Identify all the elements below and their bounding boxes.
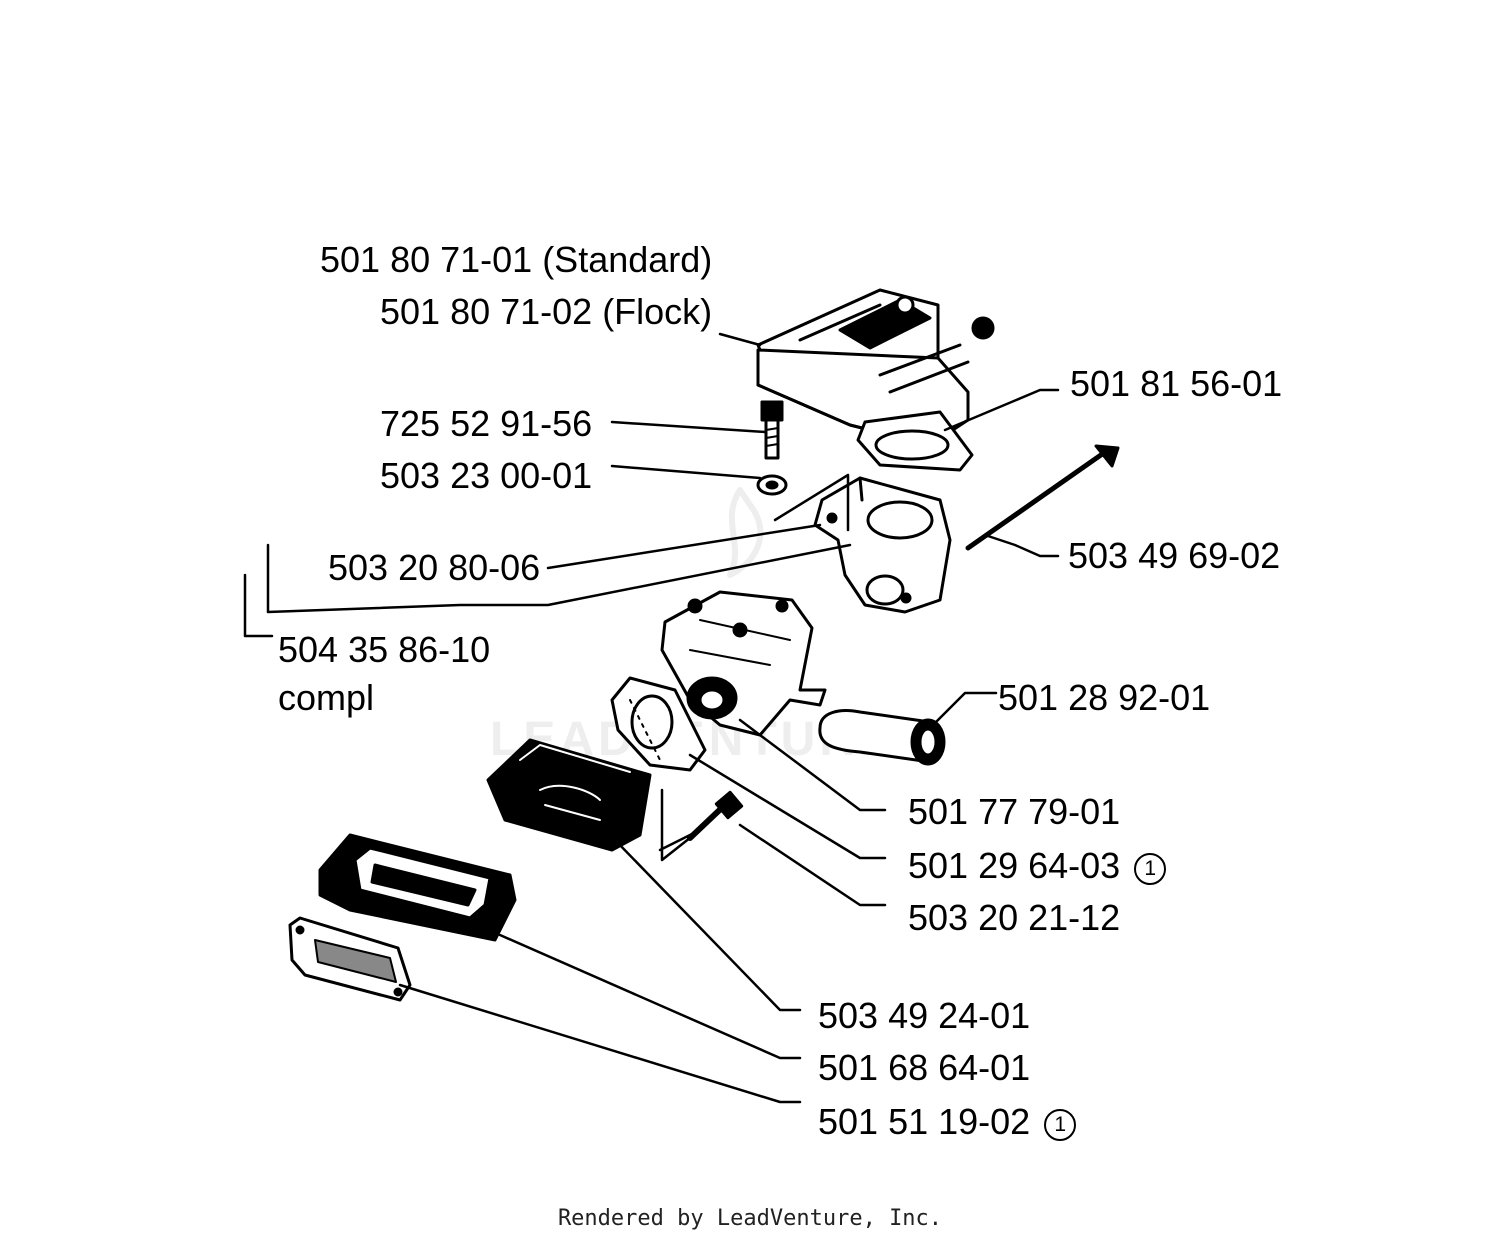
label-intake-compl-number: 504 35 86-10 — [278, 629, 491, 670]
label-long-bolt: 503 49 69-02 — [1068, 535, 1281, 576]
label-intake-compl-word: compl — [278, 677, 375, 718]
label-carburetor: 501 77 79-01 — [908, 791, 1121, 832]
label-bottom-screw: 503 20 21-12 — [908, 897, 1121, 938]
label-cover-flock: 501 80 71-02 (Flock) — [380, 291, 713, 332]
leader-lines — [243, 332, 1060, 1104]
note-one-icon: 1 — [1134, 853, 1167, 885]
label-bottom-gasket-text: 501 51 19-02 — [818, 1101, 1031, 1142]
carburetor-part — [660, 590, 827, 737]
label-top-gasket: 501 81 56-01 — [1070, 363, 1283, 404]
label-bottom-gasket: 501 51 19-02 1 — [818, 1101, 1077, 1142]
label-fuel-line: 501 28 92-01 — [998, 677, 1211, 718]
label-carb-gasket: 501 29 64-03 1 — [908, 845, 1167, 886]
label-filter-frame: 501 68 64-01 — [818, 1047, 1031, 1088]
intake-manifold-part — [813, 476, 952, 614]
bottom-gasket-part — [288, 916, 412, 1002]
manifold-bracket-line — [773, 473, 850, 532]
label-top-screw: 725 52 91-56 — [380, 403, 593, 444]
label-intake-part: 503 20 80-06 — [328, 547, 541, 588]
label-carb-gasket-text: 501 29 64-03 — [908, 845, 1121, 886]
long-bolt-part — [965, 444, 1120, 551]
label-air-filter: 503 49 24-01 — [818, 995, 1031, 1036]
top-screw-part — [760, 400, 784, 460]
air-filter-part — [486, 738, 652, 852]
washer-part — [756, 474, 788, 496]
watermark-flame-icon — [727, 487, 764, 578]
label-washer: 503 23 00-01 — [380, 455, 593, 496]
note-one-icon: 1 — [1044, 1109, 1077, 1141]
label-cover-standard: 501 80 71-01 (Standard) — [320, 239, 713, 280]
top-gasket-part — [856, 410, 974, 472]
screw-bracket-line — [658, 788, 702, 862]
rendered-by-footer: Rendered by LeadVenture, Inc. — [557, 1206, 943, 1231]
fuel-line-part — [818, 709, 946, 766]
filter-frame-part — [318, 833, 517, 942]
